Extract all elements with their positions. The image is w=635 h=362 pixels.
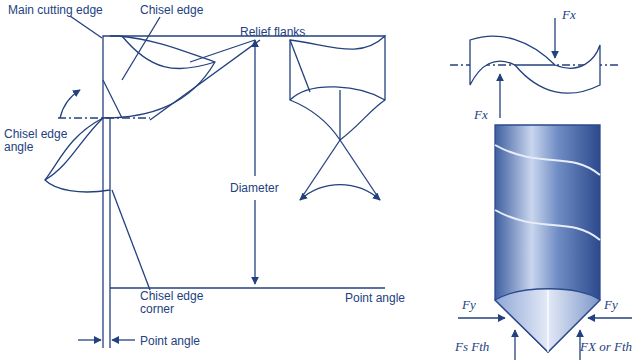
force-symbol: FX or Fth	[580, 340, 632, 353]
force-symbol: Fy	[604, 298, 618, 311]
part-name: Chisel edge corner	[140, 290, 220, 316]
force-symbol: Fx	[562, 8, 576, 21]
force-symbol: Fs Fth	[455, 340, 489, 353]
dimension-label: Diameter	[230, 182, 279, 195]
force-symbol: Fy	[462, 298, 476, 311]
part-name: Relief flanks	[240, 26, 305, 39]
angle-name: Chisel edge angle	[4, 128, 76, 154]
part-name: Chisel edge	[140, 4, 203, 17]
part-name: Main cutting edge	[8, 4, 103, 17]
angle-name: Point angle	[345, 292, 405, 305]
angle-name: Point angle	[140, 335, 200, 348]
force-symbol: Fx	[474, 108, 488, 121]
